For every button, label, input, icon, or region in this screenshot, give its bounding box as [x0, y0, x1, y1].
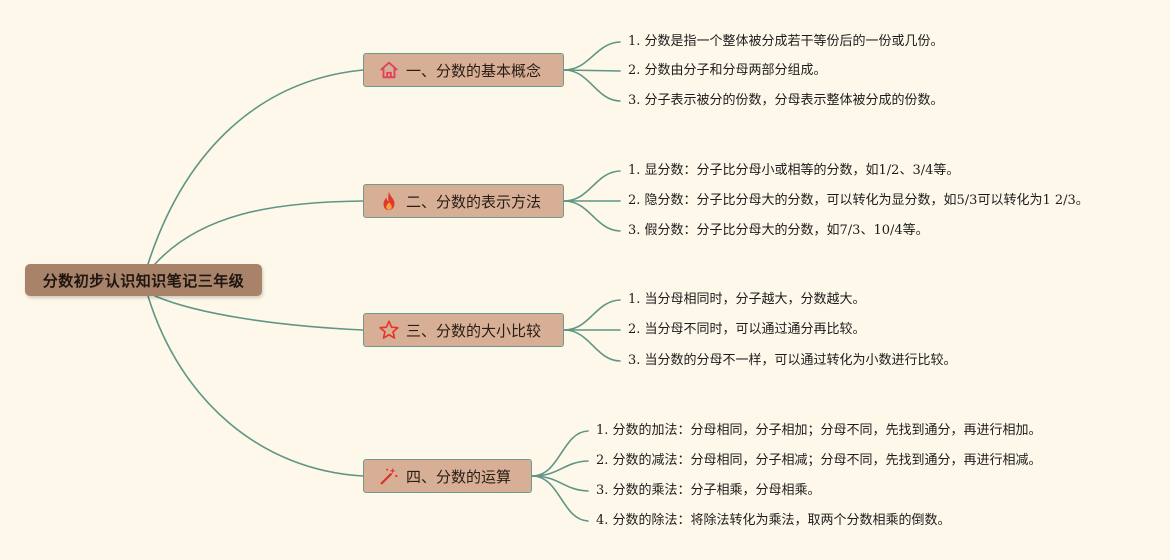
branch-node-1[interactable]: 一、分数的基本概念: [363, 53, 564, 87]
link-root-branch-4: [147, 295, 364, 477]
link-b3-leaf-1: [563, 299, 621, 331]
link-b2-leaf-1: [563, 170, 621, 202]
leaf-3-1: 1. 当分母相同时，分子越大，分数越大。: [628, 292, 866, 307]
branch-label: 三、分数的大小比较: [406, 321, 542, 340]
link-b1-leaf-3: [563, 69, 621, 102]
leaf-2-1: 1. 显分数：分子比分母小或相等的分数，如1/2、3/4等。: [628, 163, 960, 178]
leaf-4-1: 1. 分数的加法：分母相同，分子相加；分母不同，先找到通分，再进行相加。: [596, 423, 1042, 438]
home-icon: [380, 61, 398, 79]
link-root-branch-1: [147, 69, 364, 265]
leaf-3-2: 2. 当分母不同时，可以通过通分再比较。: [628, 322, 866, 337]
leaf-1-3: 3. 分子表示被分的份数，分母表示整体被分成的份数。: [628, 93, 944, 108]
leaf-4-4: 4. 分数的除法：将除法转化为乘法，取两个分数相乘的倒数。: [596, 513, 951, 528]
link-b4-leaf-1: [531, 430, 589, 477]
star-icon: [379, 320, 399, 339]
link-b2-leaf-3: [563, 200, 621, 232]
magic-wand-icon: [380, 467, 398, 485]
link-b3-leaf-3: [563, 329, 621, 362]
leaf-4-3: 3. 分数的乘法：分子相乘，分母相乘。: [596, 483, 821, 498]
root-node[interactable]: 分数初步认识知识笔记三年级: [25, 264, 262, 296]
leaf-2-2: 2. 隐分数：分子比分母大的分数，可以转化为显分数，如5/3可以转化为1 2/3…: [628, 193, 1089, 208]
link-b1-leaf-2: [563, 69, 621, 72]
branch-label: 二、分数的表示方法: [406, 192, 542, 211]
fire-icon: [383, 191, 395, 211]
branch-node-2[interactable]: 二、分数的表示方法: [363, 184, 564, 218]
leaf-4-2: 2. 分数的减法：分母相同，分子相减；分母不同，先找到通分，再进行相减。: [596, 453, 1042, 468]
leaf-3-3: 3. 当分数的分母不一样，可以通过转化为小数进行比较。: [628, 353, 957, 368]
root-label: 分数初步认识知识笔记三年级: [42, 271, 245, 290]
link-b1-leaf-1: [563, 41, 621, 71]
branch-label: 四、分数的运算: [406, 467, 512, 486]
link-root-branch-3: [154, 295, 364, 331]
branch-node-4[interactable]: 四、分数的运算: [363, 459, 532, 493]
leaf-2-3: 3. 假分数：分子比分母大的分数，如7/3、10/4等。: [628, 223, 929, 238]
leaf-1-1: 1. 分数是指一个整体被分成若干等份后的一份或几份。: [628, 34, 944, 49]
branch-node-3[interactable]: 三、分数的大小比较: [363, 313, 564, 347]
link-root-branch-2: [154, 200, 364, 265]
link-b4-leaf-4: [531, 475, 589, 522]
branch-label: 一、分数的基本概念: [406, 61, 542, 80]
leaf-1-2: 2. 分数由分子和分母两部分组成。: [628, 63, 827, 78]
